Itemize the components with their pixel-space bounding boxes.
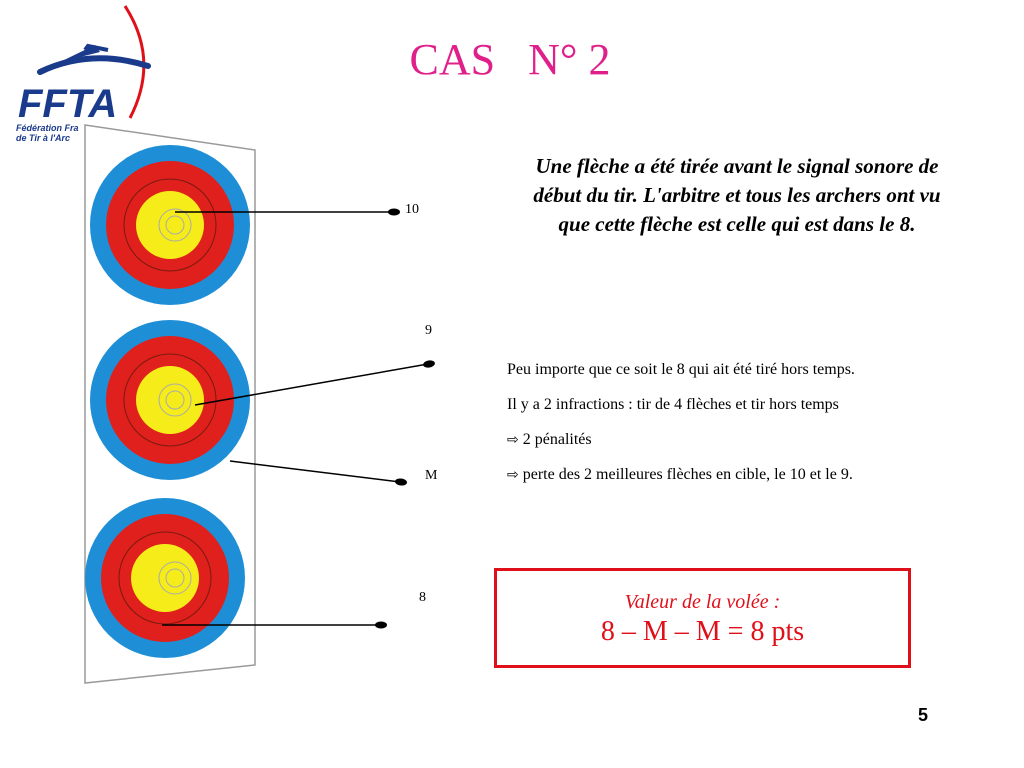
logo-tagline: Fédération Fra de Tir à l'Arc <box>16 123 79 143</box>
score-label-8: 8 <box>419 590 426 605</box>
arrow-miss <box>229 460 407 486</box>
explanation-line-4: ⇨perte des 2 meilleures flèches en cible… <box>507 465 977 500</box>
target-1 <box>90 145 250 305</box>
slide-title: CAS N° 2 <box>409 35 611 84</box>
result-box: Valeur de la volée : 8 – M – M = 8 pts <box>494 568 911 668</box>
ffta-logo-graphic: FFTA <box>18 5 151 126</box>
arrow-9 <box>194 360 435 406</box>
case-description: Une flèche a été tirée avant le signal s… <box>533 154 941 236</box>
arrow-10 <box>175 208 400 216</box>
right-arrow-outline-icon: ⇨ <box>507 467 519 483</box>
svg-text:FFTA: FFTA <box>18 82 117 126</box>
page-number: 5 <box>918 705 929 725</box>
explanation-line-3: ⇨2 pénalités <box>507 430 977 465</box>
score-label-miss: M <box>425 468 438 483</box>
ffta-logo: FFTA <box>0 0 175 150</box>
explanation-line-2: Il y a 2 infractions : tir de 4 flèches … <box>507 396 839 413</box>
explanation-line-4-text: perte des 2 meilleures flèches en cible,… <box>522 466 853 483</box>
right-arrow-outline-icon: ⇨ <box>507 432 519 448</box>
explanation-line-3-text: 2 pénalités <box>522 431 592 448</box>
score-label-10: 10 <box>405 202 419 217</box>
arrow-8 <box>162 621 387 629</box>
explanation-block: Peu importe que ce soit le 8 qui ait été… <box>507 360 977 500</box>
score-label-9: 9 <box>425 323 432 338</box>
result-value: 8 – M – M = 8 pts <box>600 616 805 647</box>
result-label: Valeur de la volée : <box>624 591 781 613</box>
target-3 <box>85 498 245 658</box>
explanation-line-1: Peu importe que ce soit le 8 qui ait été… <box>507 361 855 378</box>
target-2 <box>90 320 250 480</box>
